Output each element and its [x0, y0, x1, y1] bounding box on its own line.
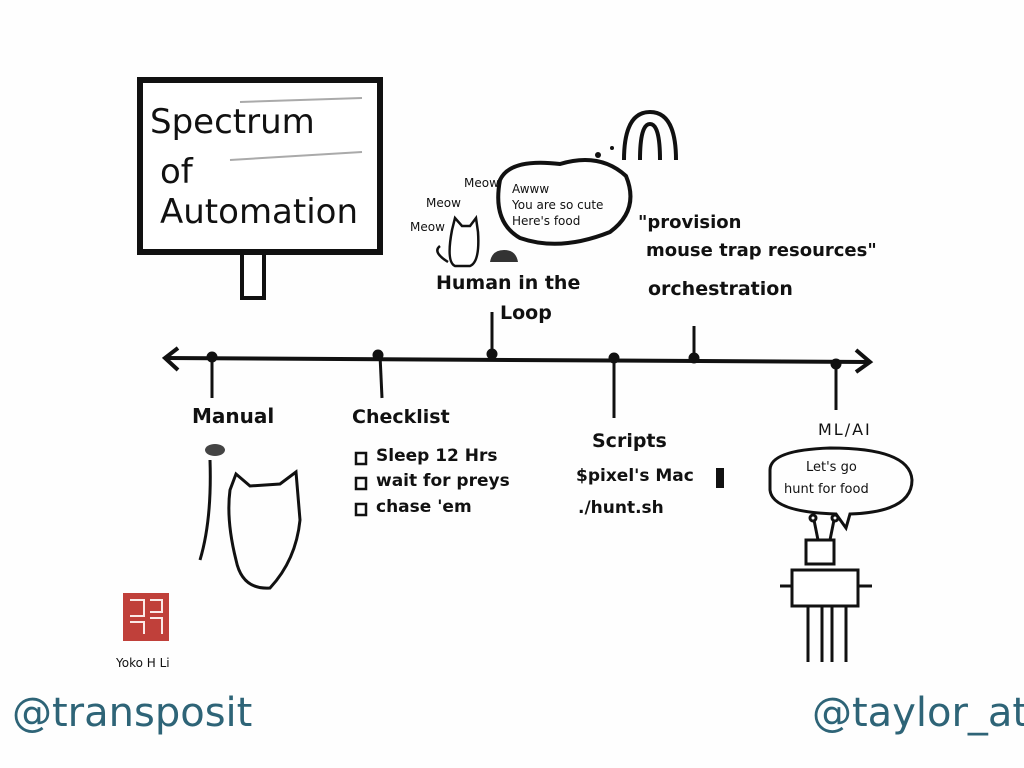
artist-name: Yoko H Li: [116, 656, 170, 670]
sign-line: [229, 151, 363, 161]
label-orchestration-quote-2: mouse trap resources": [646, 240, 877, 261]
arrow-left-icon: [161, 346, 180, 372]
sign-title-line3: Automation: [160, 192, 359, 232]
speech-bubble: [768, 446, 914, 532]
speech-line: Let's go: [806, 460, 857, 475]
cat-icon: [436, 214, 480, 268]
mouse-icon: [205, 444, 225, 456]
thought-dot: [595, 152, 601, 158]
checklist-item: chase 'em: [376, 497, 472, 517]
thought-line: Awww: [512, 182, 550, 196]
thought-line: Here's food: [512, 214, 581, 228]
label-manual: Manual: [192, 404, 275, 428]
timeline-axis: [164, 356, 869, 364]
sign-title-line2: of: [160, 152, 193, 192]
handle-left: @transposit: [12, 690, 253, 736]
handle-right: @taylor_atx: [812, 690, 1024, 736]
label-human-in-loop-2: Loop: [500, 302, 552, 324]
sign-board: [137, 77, 383, 255]
person-icon: [622, 109, 678, 161]
meow-text: Meow: [410, 220, 445, 234]
sign-line: [239, 97, 363, 103]
meow-text: Meow: [464, 176, 499, 190]
cat-icon: [198, 459, 302, 590]
timeline-ticks: [206, 312, 842, 418]
checkboxes: [354, 451, 368, 517]
sign-title-line1: Spectrum: [150, 102, 315, 142]
label-checklist: Checklist: [352, 406, 450, 428]
checklist-item: wait for preys: [376, 471, 510, 491]
artist-seal-glyphs: [130, 599, 163, 634]
food-bowl-icon: [490, 250, 518, 262]
thought-bubble: [496, 158, 633, 246]
label-human-in-loop-1: Human in the: [436, 272, 581, 294]
script-line: ./hunt.sh: [578, 498, 664, 518]
label-ml-ai: ML/AI: [818, 420, 872, 439]
terminal-cursor-icon: [716, 468, 724, 488]
speech-line: hunt for food: [784, 482, 869, 497]
thought-line: You are so cute: [512, 198, 604, 212]
script-line: $pixel's Mac: [576, 466, 694, 486]
label-scripts: Scripts: [592, 430, 667, 452]
arrow-right-icon: [854, 348, 874, 374]
label-orchestration-quote-1: "provision: [638, 212, 742, 233]
meow-text: Meow: [426, 196, 461, 210]
sign-post: [240, 248, 266, 300]
label-orchestration: orchestration: [648, 278, 793, 300]
robot-icon: [780, 513, 872, 662]
checklist-item: Sleep 12 Hrs: [376, 446, 498, 466]
thought-dot: [610, 146, 614, 150]
